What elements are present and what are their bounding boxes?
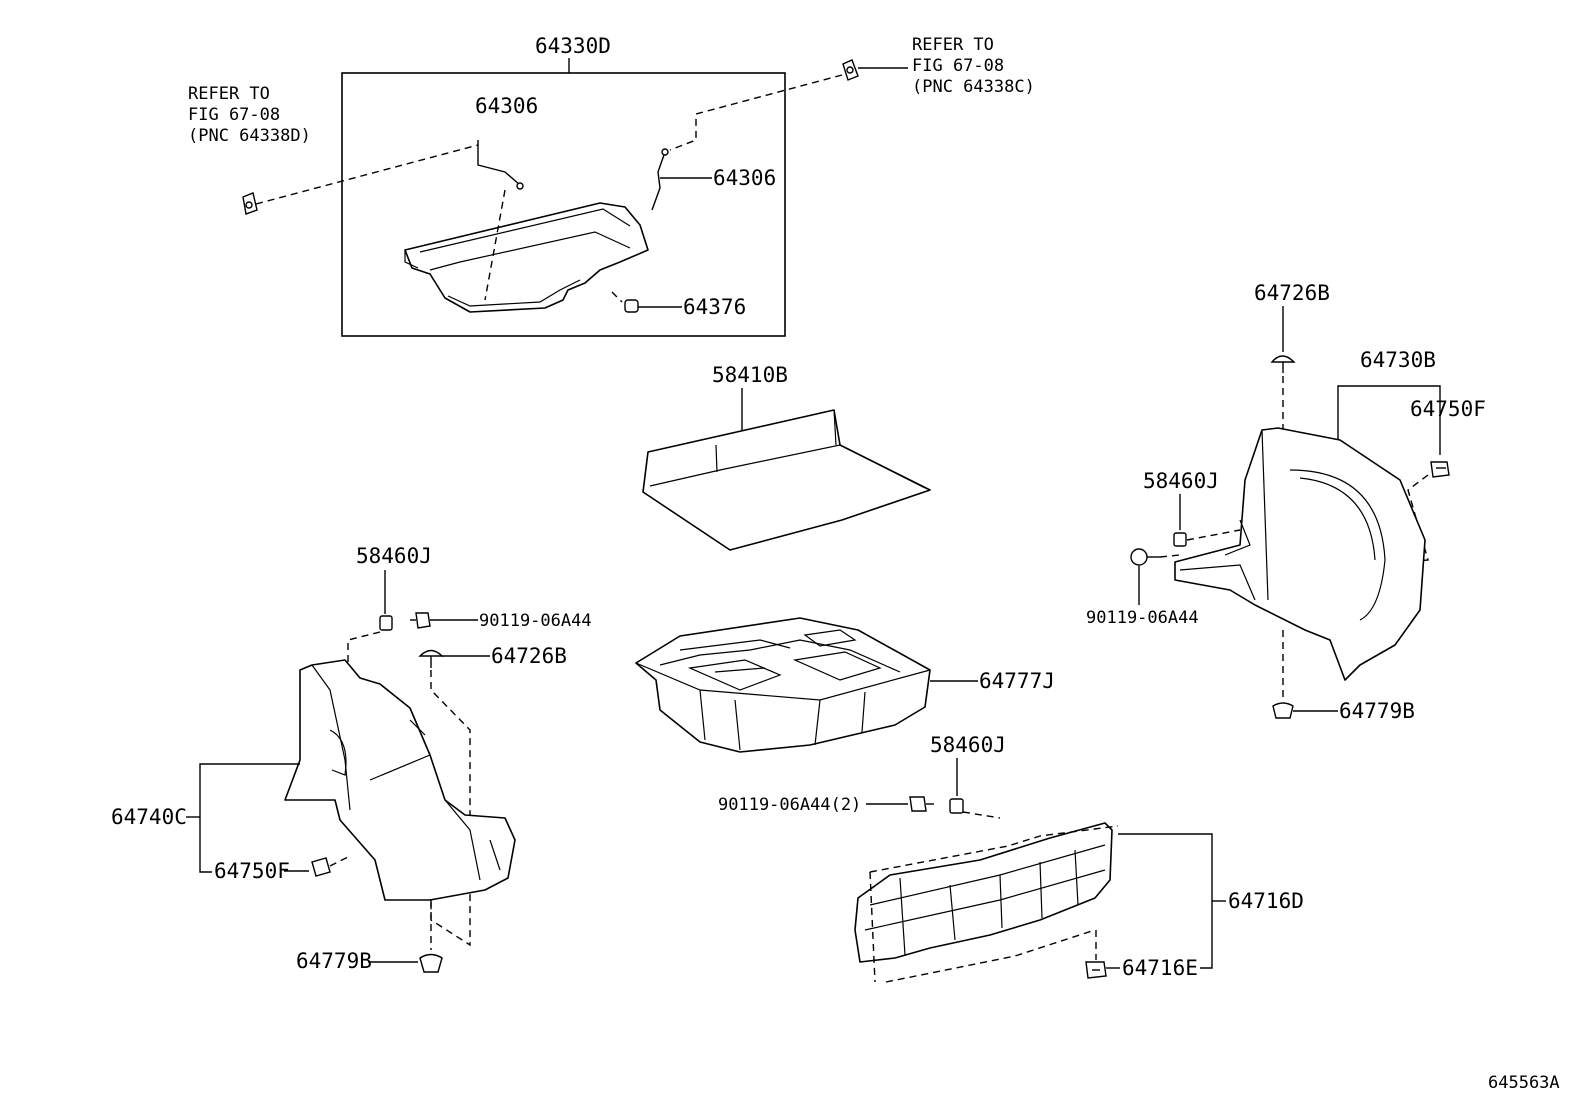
screw-icon [1130,548,1160,566]
floor-mat-group: 58410B [642,363,931,551]
ref-left-line2: FIG 67-08 [188,105,280,125]
clip-icon [419,953,443,973]
label-90119-rh: 90119-06A44 [1086,608,1199,628]
clip-icon [949,798,964,814]
screw-icon [909,796,934,812]
label-64779B-lh: 64779B [296,949,372,973]
label-64716D: 64716D [1228,889,1304,913]
parcel-shelf-icon [404,202,649,313]
parcel-shelf-group: 64330D 64306 64306 64376 [341,34,786,337]
label-64306-right: 64306 [713,166,776,190]
label-64777J: 64777J [979,669,1055,693]
refer-left-group: REFER TO FIG 67-08 (PNC 64338D) [188,84,479,215]
ref-left-line3: (PNC 64338D) [188,126,311,146]
floor-mat-icon [642,409,931,551]
ref-right-line3: (PNC 64338C) [912,77,1035,97]
clip-icon [1173,532,1187,547]
label-64779B-rh: 64779B [1339,699,1415,723]
refer-right-group: REFER TO FIG 67-08 (PNC 64338C) [669,35,1035,151]
label-58460J-rh: 58460J [1143,469,1219,493]
clip-icon [1272,702,1294,719]
label-64730B: 64730B [1360,348,1436,372]
ref-right-line1: REFER TO [912,35,994,55]
deck-box-icon [635,617,931,753]
rh-side-trim-group: 64726B 64730B 64750F 58460J [1086,281,1486,723]
label-90119-rear: 90119-06A44(2) [718,795,861,815]
side-trim-icon [1174,427,1426,681]
label-58460J-rear: 58460J [930,733,1006,757]
label-58460J-lh: 58460J [356,544,432,568]
diagram-id: 645563A [1488,1073,1560,1093]
rear-plate-icon [854,822,1113,963]
screw-icon [410,612,431,629]
screw-icon [311,857,331,877]
label-90119-lh: 90119-06A44 [479,611,592,631]
label-64726B-rh: 64726B [1254,281,1330,305]
assembly-box [341,72,786,337]
ref-right-line2: FIG 67-08 [912,56,1004,76]
label-64740C: 64740C [111,805,187,829]
label-64726B-lh: 64726B [491,644,567,668]
label-64306-left: 64306 [475,94,538,118]
side-trim-icon [284,659,516,901]
clip-icon [1085,961,1107,979]
label-64376: 64376 [683,295,746,319]
cushion-icon [624,299,639,313]
deck-box-group: 64777J [635,617,1055,753]
clip-icon [842,59,859,81]
label-58410B: 58410B [712,363,788,387]
clip-icon [379,615,393,631]
shelf-rod-left-icon [477,140,524,190]
shelf-rod-right-icon [651,148,669,211]
clip-icon [418,649,444,668]
screw-icon [1430,461,1450,478]
lh-side-trim-group: 58460J 90119-06A44 64726B 64740C [111,544,592,973]
clip-icon [1270,355,1296,373]
rear-plate-group: 58460J 90119-06A44(2) 64716D [718,733,1304,983]
label-64716E: 64716E [1122,956,1198,980]
label-64330D: 64330D [535,34,611,58]
label-64750F-rh: 64750F [1410,397,1486,421]
clip-icon [242,192,258,215]
ref-left-line1: REFER TO [188,84,270,104]
label-64750F-lh: 64750F [214,859,290,883]
